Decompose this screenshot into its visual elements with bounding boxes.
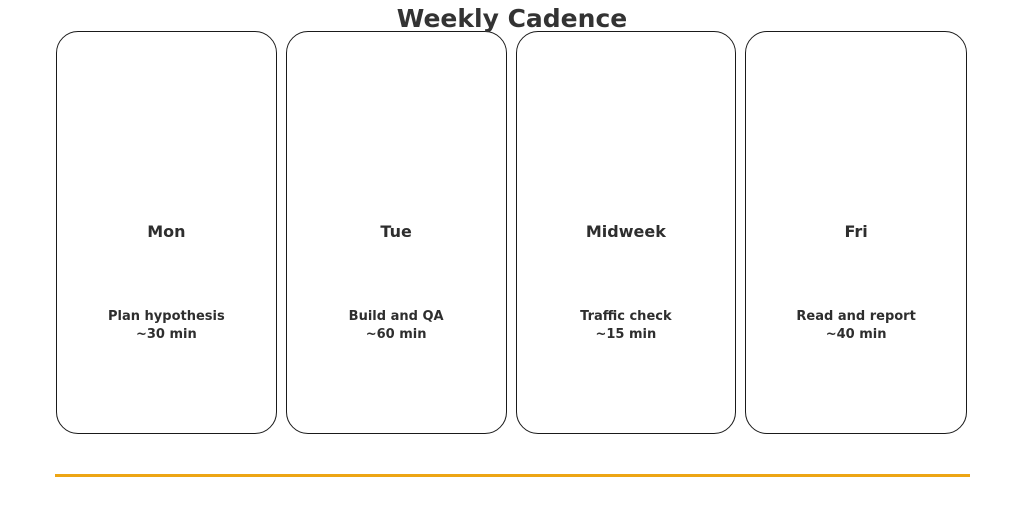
page-title: Weekly Cadence (396, 4, 628, 33)
cadence-card-midweek[interactable]: Midweek Traffic check ~15 min (515, 31, 737, 434)
weekly-cadence-card-row: Mon Plan hypothesis ~30 min Tue Build an… (56, 31, 967, 434)
card-task-block: Traffic check ~15 min (517, 308, 736, 344)
card-task-title: Build and QA (348, 309, 444, 324)
card-task-title: Read and report (796, 309, 916, 324)
card-task-block: Build and QA ~60 min (287, 308, 506, 344)
cadence-card-fri[interactable]: Fri Read and report ~40 min (745, 31, 967, 434)
card-task-title: Plan hypothesis (108, 309, 225, 324)
cadence-card-mon[interactable]: Mon Plan hypothesis ~30 min (56, 31, 277, 434)
card-day-label: Mon (147, 222, 186, 241)
card-task-title: Traffic check (580, 309, 672, 324)
card-day-label: Midweek (585, 222, 666, 241)
card-day-label: Fri (844, 222, 868, 241)
card-task-duration: ~30 min (135, 327, 197, 342)
card-task-block: Plan hypothesis ~30 min (57, 308, 276, 344)
card-task-duration: ~60 min (365, 327, 427, 342)
accent-rule (55, 474, 970, 477)
card-task-duration: ~15 min (595, 327, 657, 342)
card-day-label: Tue (380, 222, 412, 241)
cadence-card-tue[interactable]: Tue Build and QA ~60 min (285, 31, 507, 434)
card-task-block: Read and report ~40 min (746, 308, 966, 344)
card-task-duration: ~40 min (825, 327, 887, 342)
